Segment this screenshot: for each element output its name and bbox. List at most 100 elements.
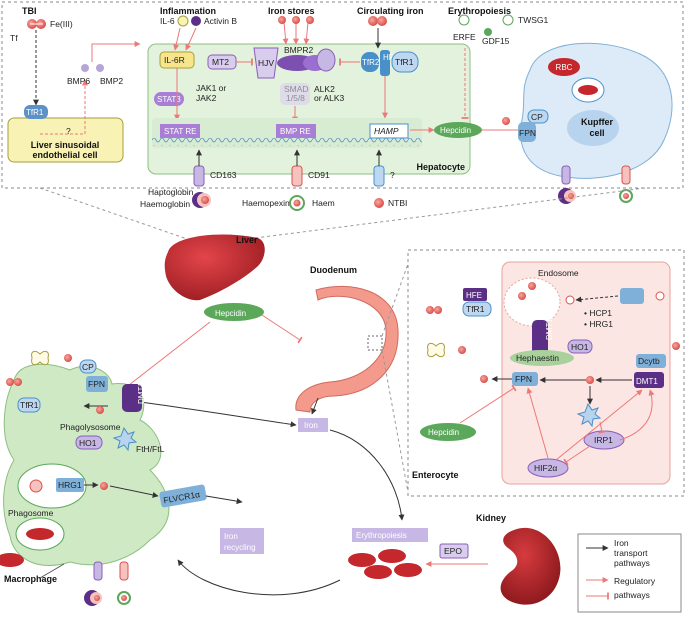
il6-icon (177, 15, 189, 27)
ent-tf-icon (426, 306, 442, 314)
kupffer-iron-out (502, 117, 510, 125)
lsec-label-1: Liver sinusoidal (31, 140, 100, 150)
hepcidin-to-macrophage (117, 321, 211, 396)
hif2a-to-fpn (526, 387, 549, 459)
enterocyte-zoom-line-2 (381, 349, 409, 493)
lsec-to-bmp-arrow (40, 79, 88, 135)
jak-label-1: JAK1 or (196, 83, 226, 93)
ent-iron-pool (586, 376, 594, 384)
stat3-label: STAT3 (157, 95, 181, 104)
ent-haem-inner (565, 295, 575, 305)
hrg1-icon (56, 478, 84, 492)
circulating-tf-icon (368, 16, 387, 26)
kupffer-nucleus (567, 110, 619, 146)
iron-stores-arrow-3 (303, 21, 310, 45)
haemopexin-icon (289, 195, 305, 211)
bmpr2-label: BMPR2 (284, 45, 314, 55)
tfr1-top-icon (391, 51, 419, 73)
fth-label: FtH/FtL (136, 444, 165, 454)
erythropoiesis-header: Erythropoiesis (448, 6, 511, 16)
ent-haem-outer (655, 291, 665, 301)
legend-iron-1: Iron (614, 538, 629, 548)
irp1-label: IRP1 (594, 435, 613, 445)
ent-haem-transporter (620, 288, 644, 304)
zoom-line-left (39, 187, 191, 241)
mac-cp-label: CP (82, 362, 94, 372)
stat-re-label: STAT RE (164, 127, 196, 136)
iron-recycling-box (220, 528, 264, 554)
ent-hfe-label: HFE (466, 291, 482, 300)
kupffer-cd91 (621, 165, 631, 185)
hrg1-ent-label: • HRG1 (584, 319, 613, 329)
erythropoiesis-box (352, 528, 428, 542)
kidney-organ (500, 527, 561, 605)
mac-iron-top (64, 354, 72, 362)
kupffer-hp-icon (558, 188, 576, 204)
ent-tfr1-icon (462, 301, 492, 317)
ent-ho1-label: HO1 (571, 342, 589, 352)
ent-dmt1-endo-icon (532, 320, 548, 356)
macrophage-label-line (39, 563, 65, 579)
hepcidin-top-label: Hepcidin (440, 126, 471, 135)
ntbi-question: ? (390, 170, 395, 180)
tbi-header: TBI (22, 6, 37, 16)
hfe-top-icon (380, 50, 390, 76)
ent-exported-iron (480, 375, 488, 383)
enterocyte-zoom-line-1 (381, 263, 409, 337)
hephaestin-label: Hephaestin (516, 353, 559, 363)
bmp-re-label: BMP RE (280, 127, 311, 136)
mac-dmt1-label: DMT1 (137, 382, 146, 404)
ntbi-label: NTBI (388, 198, 407, 208)
ent-hepcidin-icon (420, 423, 476, 441)
ent-dmt1-apical-label: DMT1 (636, 377, 658, 386)
hcp1-label: • HCP1 (584, 308, 612, 318)
duodenum-label: Duodenum (310, 265, 357, 275)
transferrin-fe3-icon (27, 19, 46, 29)
dcytb-label: Dcytb (638, 356, 660, 366)
mac-cd163 (93, 561, 103, 581)
legend-reg-1: Regulatory (614, 576, 656, 586)
bmp-to-hepatocyte-arrow (91, 41, 141, 62)
dna-strand (152, 138, 422, 146)
mac-tfr1-icon (17, 397, 41, 413)
erfe-label: ERFE (453, 32, 476, 42)
question-label: ? (66, 126, 71, 136)
erythropoiesis-label: Erythropoiesis (356, 531, 407, 540)
mac-cp-icon (79, 359, 97, 374)
haemopexin-label: Haemopexin (242, 198, 290, 208)
circulating-iron-header: Circulating iron (357, 6, 424, 16)
kupffer-fpn-label: FPN (519, 128, 536, 138)
kupffer-rbc (578, 85, 598, 95)
twsg1-icon (502, 14, 514, 26)
hepcidin-to-duodenum (261, 314, 303, 344)
ent-fpn-icon (512, 372, 538, 386)
mac-apo-tf-icon (31, 350, 49, 366)
endo-iron-2 (528, 282, 536, 290)
ent-apo-tf-icon (427, 342, 445, 358)
irp1-to-dmt1 (619, 389, 655, 441)
flvcr-out-arrow (205, 495, 243, 505)
alk-icon (316, 48, 336, 72)
enterocyte-panel-border (407, 249, 685, 497)
ent-ferritin-icon (576, 402, 602, 428)
tfr2-receptor (361, 52, 379, 72)
kupffer-cp-icon (527, 109, 549, 124)
bmp2-dot (96, 64, 104, 72)
cd163-label: CD163 (210, 170, 237, 180)
iron-label: Iron (304, 421, 318, 430)
legend-box (577, 533, 682, 613)
kupffer-label-2: cell (589, 128, 604, 138)
mac-hx-icon (117, 591, 131, 605)
iron-recycling-label-1: Iron (224, 532, 238, 541)
iron-box (298, 418, 328, 432)
legend-iron-3: pathways (614, 558, 650, 568)
rbc-label: RBC (556, 63, 573, 72)
hif2a-icon (527, 458, 569, 478)
haptoglobin-haemoglobin-icon (192, 192, 211, 208)
mac-cd91 (119, 561, 129, 581)
duodenum-zoom-box (367, 335, 383, 351)
hjv-label: HJV (258, 58, 274, 68)
mt2-label: MT2 (212, 57, 229, 67)
tfr1-top-label: TfR1 (395, 57, 414, 67)
lsec-cell (7, 117, 124, 163)
